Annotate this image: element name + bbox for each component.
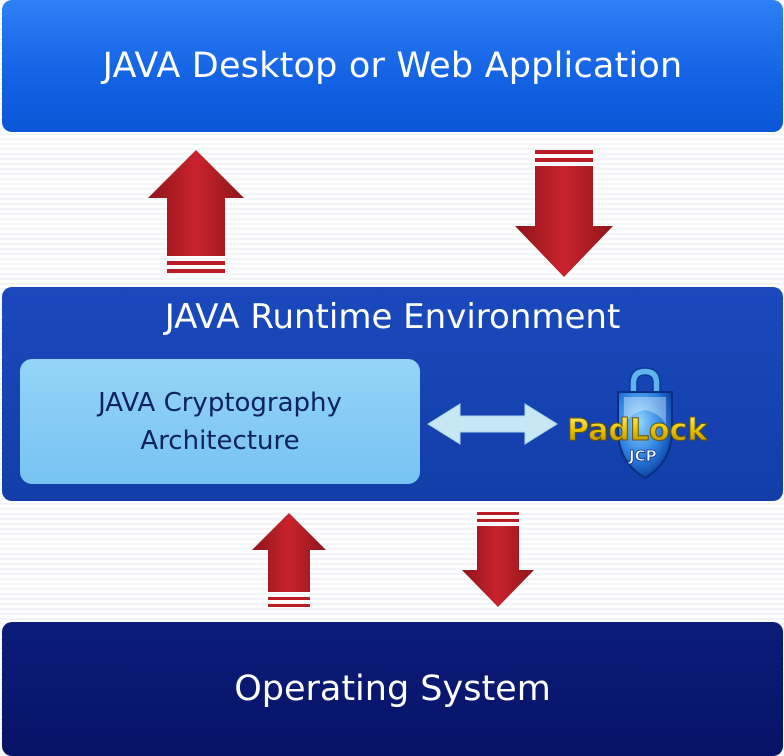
application-layer-label: JAVA Desktop or Web Application [102, 46, 683, 86]
jca-label-line1: JAVA Cryptography [98, 387, 342, 418]
jre-layer-box: JAVA Runtime Environment JAVA Cryptograp… [2, 287, 783, 501]
double-arrow-icon [427, 403, 558, 445]
padlock-logo-sub: JCP [628, 447, 657, 465]
jre-layer-label: JAVA Runtime Environment [164, 297, 621, 337]
up-arrow-icon [252, 513, 326, 607]
up-arrow-icon [148, 150, 244, 273]
down-arrow-icon [462, 512, 534, 607]
down-arrow-icon [515, 150, 613, 277]
os-layer-box: Operating System [2, 622, 783, 756]
jca-label-line2: Architecture [140, 425, 300, 456]
application-layer-box: JAVA Desktop or Web Application [2, 0, 783, 132]
jca-box: JAVA Cryptography Architecture [20, 359, 420, 484]
padlock-shield-icon [617, 367, 673, 480]
os-layer-label: Operating System [234, 669, 551, 709]
padlock-logo-word: PadLock [567, 413, 708, 448]
